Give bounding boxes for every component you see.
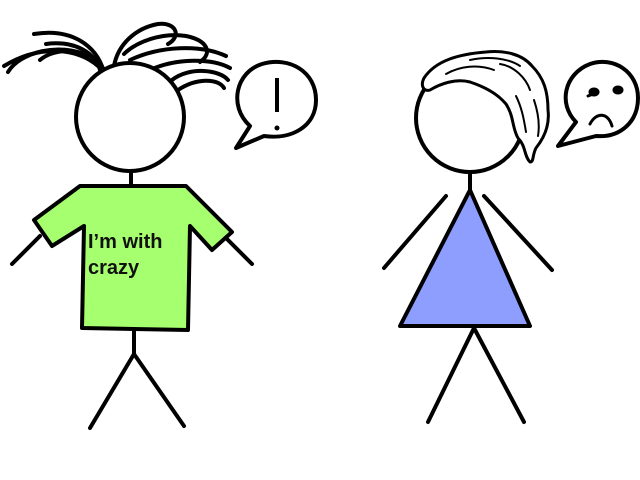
messy-hair	[2, 21, 232, 92]
right-stick-figure	[382, 50, 640, 424]
sad-face-speech-bubble	[556, 60, 640, 148]
right-arm	[222, 234, 254, 266]
right-figure-left-arm	[382, 194, 448, 270]
blue-dress	[398, 188, 532, 328]
left-arm	[10, 234, 42, 266]
shirt-text-line-1: I’m with	[88, 231, 162, 253]
right-figure-right-arm	[482, 194, 554, 272]
left-head	[74, 61, 186, 173]
green-t-shirt	[32, 184, 234, 332]
wavy-hair	[420, 50, 550, 164]
right-figure-right-leg	[472, 326, 526, 424]
left-leg	[88, 352, 136, 430]
right-leg	[132, 352, 186, 428]
exclamation-mark-icon	[274, 78, 280, 131]
left-stick-figure	[2, 21, 318, 430]
shirt-text-line-2: crazy	[88, 257, 140, 279]
frowning-face-icon	[586, 85, 624, 128]
right-figure-left-leg	[426, 326, 476, 424]
